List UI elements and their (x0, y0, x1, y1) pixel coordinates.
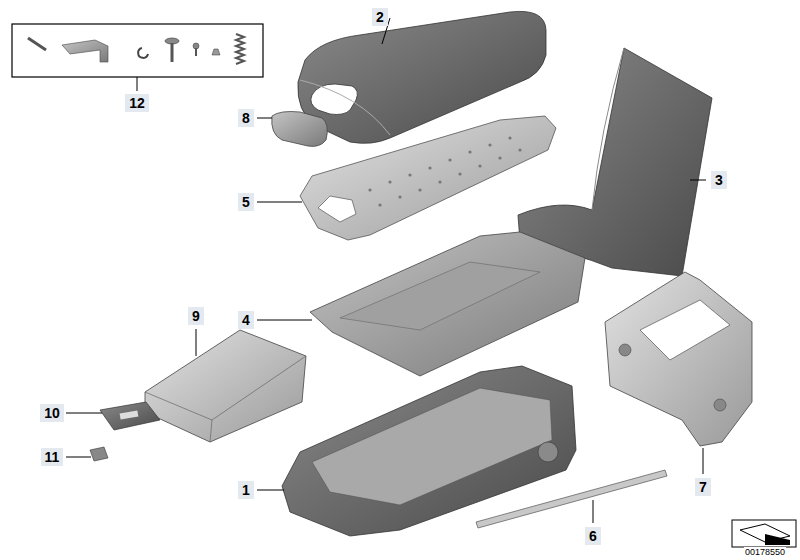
mounting-bracket (605, 272, 752, 446)
pin-part (28, 38, 46, 50)
storage-tray (310, 232, 585, 376)
callout-number: 1 (238, 481, 254, 499)
callout-number: 11 (41, 448, 64, 466)
callout-number: 8 (238, 109, 254, 127)
carrier-holes (368, 136, 521, 206)
handle-part (272, 112, 328, 147)
trim-strip (476, 470, 667, 528)
lid-carrier (300, 116, 556, 240)
panel-edge (592, 48, 624, 210)
callout-number: 7 (695, 478, 711, 496)
clip-nut (212, 49, 220, 55)
callout-number: 9 (188, 307, 204, 325)
callout-number: 3 (711, 171, 727, 189)
cover-slot (120, 410, 139, 419)
leader-lines (66, 18, 706, 523)
callout-number: 10 (40, 404, 64, 422)
screw-shaft (171, 43, 174, 62)
callout-number: 2 (372, 8, 388, 26)
console-interior (312, 388, 552, 505)
back-panel (518, 48, 712, 276)
spring-part (236, 34, 244, 64)
callout-number: 5 (238, 193, 254, 211)
cover-part (100, 402, 160, 430)
clip-part (138, 48, 148, 58)
bracket-part (62, 40, 108, 62)
callout-number: 12 (125, 94, 149, 112)
control-unit (145, 330, 306, 442)
drawing-number: 00178550 (744, 547, 786, 558)
ref-icon-fill (765, 534, 790, 545)
kit-frame (12, 24, 263, 77)
callout-number: 4 (238, 311, 254, 329)
bracket-hole (714, 399, 726, 411)
plug-part (90, 447, 108, 461)
lid-opening (311, 84, 357, 115)
unit-corner (210, 420, 212, 442)
ref-icon-frame (732, 520, 796, 547)
tray-well (340, 262, 540, 330)
console-boss (538, 442, 558, 462)
bracket-opening (640, 300, 730, 360)
bracket-hole (619, 344, 631, 356)
small-screw-shaft (195, 48, 197, 56)
unit-edge (145, 356, 306, 420)
callout-number: 6 (585, 527, 601, 545)
carrier-opening (318, 196, 356, 222)
